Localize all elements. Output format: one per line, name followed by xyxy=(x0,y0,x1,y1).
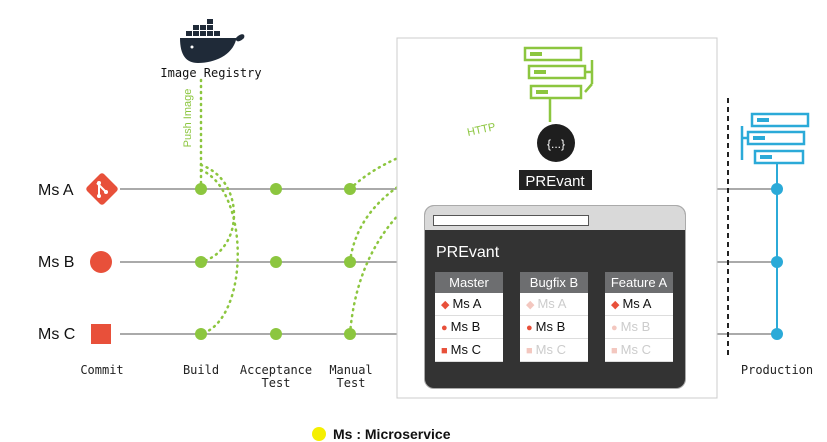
node-manual-a[interactable] xyxy=(344,183,356,195)
branch-column-header[interactable]: Master xyxy=(435,272,503,293)
node-build-b[interactable] xyxy=(195,256,207,268)
prevant-badge-label: PREvant xyxy=(525,173,585,190)
square-icon: ■ xyxy=(611,345,618,357)
window-title: PREvant xyxy=(436,244,500,261)
push-image-paths xyxy=(199,78,239,336)
branch-column-header[interactable]: Bugfix B xyxy=(520,272,588,293)
branch-item-label: Ms A xyxy=(537,296,567,311)
branch-item-label: Ms C xyxy=(535,342,566,357)
node-build-c[interactable] xyxy=(195,328,207,340)
registry-label: Image Registry xyxy=(160,66,261,80)
node-production-c[interactable] xyxy=(771,328,783,340)
node-manual-c[interactable] xyxy=(344,328,356,340)
node-manual-b[interactable] xyxy=(344,256,356,268)
production-nodes xyxy=(771,183,783,340)
api-node-icon xyxy=(537,124,575,162)
branch-item[interactable]: ◆Ms A xyxy=(520,293,588,316)
branch-item-label: Ms C xyxy=(620,342,651,357)
branch-item[interactable]: ■Ms C xyxy=(520,339,588,362)
branch-column-master: Master◆Ms A●Ms B■Ms C xyxy=(435,272,503,362)
stage-label-production: Production xyxy=(741,363,813,377)
branch-item-label: Ms B xyxy=(620,319,651,334)
branch-item-label: Ms A xyxy=(452,296,482,311)
circle-icon: ● xyxy=(526,322,533,334)
branch-item[interactable]: ●Ms B xyxy=(520,316,588,339)
branch-item[interactable]: ■Ms C xyxy=(435,339,503,362)
node-production-b[interactable] xyxy=(771,256,783,268)
branch-item[interactable]: ◆Ms A xyxy=(605,293,673,316)
green-server-stack-icon xyxy=(523,46,594,122)
square-icon: ■ xyxy=(526,345,533,357)
stage-label-manual-2: Test xyxy=(337,376,366,390)
http-label: HTTP xyxy=(466,121,497,139)
git-diamond-icon xyxy=(86,173,118,205)
node-acceptance-a[interactable] xyxy=(270,183,282,195)
square-icon: ■ xyxy=(441,345,448,357)
branch-item-label: Ms B xyxy=(450,319,481,334)
lane-label-b: Ms B xyxy=(38,254,74,271)
node-build-a[interactable] xyxy=(195,183,207,195)
circle-icon: ● xyxy=(441,322,448,334)
circle-icon: ● xyxy=(611,322,618,334)
lane-label-a: Ms A xyxy=(38,182,74,199)
branch-item-label: Ms B xyxy=(535,319,566,334)
stage-label-build: Build xyxy=(183,363,219,377)
push-image-label: Push Image xyxy=(182,89,194,148)
diamond-icon: ◆ xyxy=(611,299,620,311)
node-production-a[interactable] xyxy=(771,183,783,195)
push-path-b xyxy=(199,163,236,264)
branch-item[interactable]: ●Ms B xyxy=(435,316,503,339)
branch-item-label: Ms A xyxy=(622,296,652,311)
window-address-bar[interactable] xyxy=(433,215,589,226)
red-circle-icon xyxy=(90,251,112,273)
branch-column-header[interactable]: Feature A xyxy=(605,272,673,293)
stage-label-acceptance-2: Test xyxy=(262,376,291,390)
branch-item[interactable]: ◆Ms A xyxy=(435,293,503,316)
legend-dot-icon xyxy=(312,427,326,441)
legend-text: Ms : Microservice xyxy=(333,426,451,442)
docker-whale-icon xyxy=(180,19,245,63)
branch-item[interactable]: ●Ms B xyxy=(605,316,673,339)
branch-column-bugfix-b: Bugfix B◆Ms A●Ms B■Ms C xyxy=(520,272,588,362)
push-path-c xyxy=(199,168,239,336)
prevant-badge xyxy=(519,170,592,190)
lane-label-c: Ms C xyxy=(38,326,75,343)
diamond-icon: ◆ xyxy=(526,299,535,311)
node-acceptance-c[interactable] xyxy=(270,328,282,340)
diamond-icon: ◆ xyxy=(441,299,450,311)
stage-label-commit: Commit xyxy=(80,363,123,377)
blue-server-stack-icon xyxy=(740,112,810,165)
stage-label-acceptance: Acceptance xyxy=(240,363,312,377)
stage-label-manual: Manual xyxy=(329,363,372,377)
node-acceptance-b[interactable] xyxy=(270,256,282,268)
red-square-icon xyxy=(91,324,111,344)
branch-column-feature-a: Feature A◆Ms A●Ms B■Ms C xyxy=(605,272,673,362)
branch-item[interactable]: ■Ms C xyxy=(605,339,673,362)
stage-nodes xyxy=(195,183,356,340)
branch-item-label: Ms C xyxy=(450,342,481,357)
api-braces-icon: {...} xyxy=(547,137,565,151)
